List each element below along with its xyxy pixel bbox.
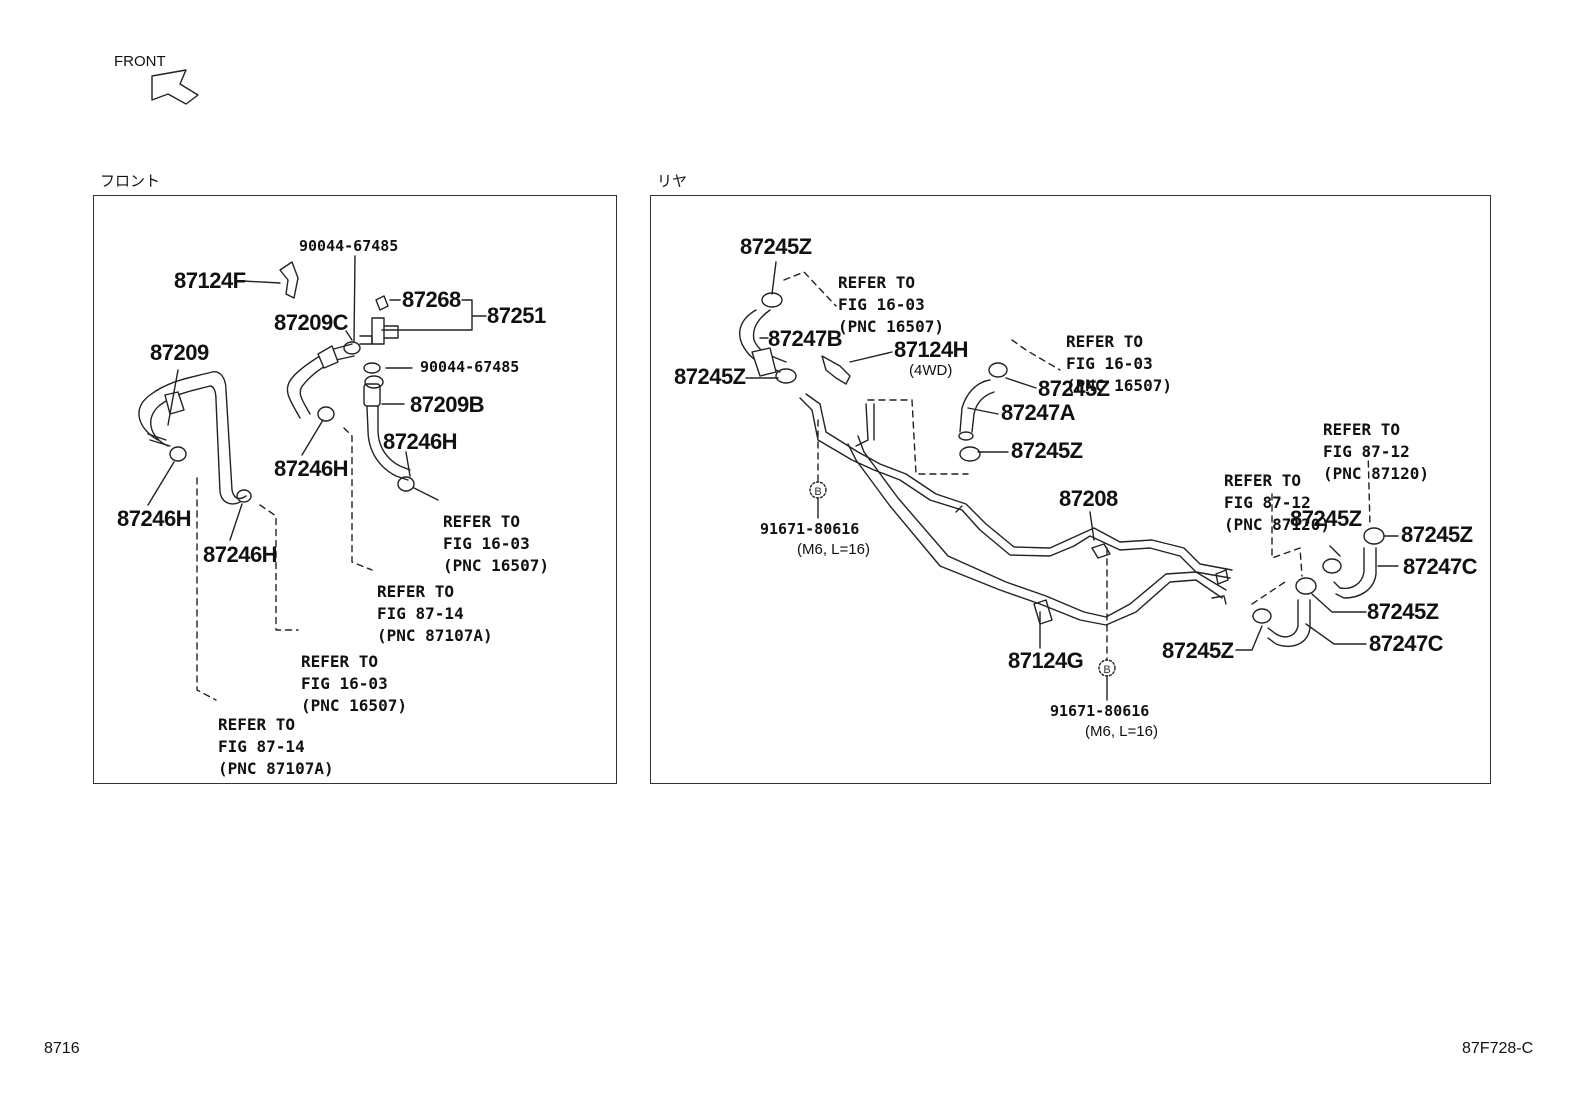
part-label-87245z-5: 87245Z <box>1290 506 1362 531</box>
part-label-87124h: 87124H <box>894 337 969 362</box>
part-label-bolt-1: 91671-80616 <box>760 520 860 538</box>
footer-left-code: 8716 <box>44 1040 80 1057</box>
part-label-87245z-6: 87245Z <box>1401 522 1473 547</box>
part-label-87245z-4: 87245Z <box>1011 438 1083 463</box>
part-label-87209b: 87209B <box>410 392 485 417</box>
clamp-drawings-front <box>169 261 415 503</box>
part-label-87208: 87208 <box>1059 486 1118 511</box>
clamp-drawings-rear <box>761 292 1385 677</box>
part-label-87246h-c: 87246H <box>117 506 192 531</box>
part-label-87247a: 87247A <box>1001 400 1076 425</box>
part-label-87245z-2: 87245Z <box>674 364 746 389</box>
hose-87247b-drawing <box>738 309 787 377</box>
part-label-bolt-1-spec: (M6, L=16) <box>797 541 870 558</box>
part-label-87251: 87251 <box>487 303 546 328</box>
reference-dashed-lines-rear <box>783 271 1371 661</box>
front-panel-frame <box>93 195 617 784</box>
part-label-87245z-8: 87245Z <box>1162 638 1234 663</box>
part-label-bolt-2: 91671-80616 <box>1050 702 1150 720</box>
connector-87251-drawing <box>359 295 399 345</box>
bolt-marker-b2: B <box>1103 664 1110 676</box>
part-label-87246h-a: 87246H <box>383 429 458 454</box>
front-arrow-icon <box>151 69 199 105</box>
leader-lines-front <box>147 255 487 541</box>
part-label-87245z-3: 87245Z <box>1038 376 1110 401</box>
part-label-87247b: 87247B <box>768 326 843 351</box>
part-label-87245z-7: 87245Z <box>1367 599 1439 624</box>
part-label-90044-mid: 90044-67485 <box>420 358 520 376</box>
part-label-87124f: 87124F <box>174 268 246 293</box>
hose-87247c-drawing <box>1267 547 1377 647</box>
part-label-4wd-note: (4WD) <box>909 362 953 379</box>
part-label-87247c-b: 87247C <box>1369 631 1444 656</box>
front-panel-title: フロント <box>100 172 161 190</box>
leader-lines-rear <box>745 261 1399 701</box>
part-label-87209c: 87209C <box>274 310 349 335</box>
hose-87209c-drawing <box>286 343 355 419</box>
rear-panel-title: リヤ <box>657 172 688 190</box>
hose-87209b-drawing <box>363 383 411 481</box>
part-label-87124g: 87124G <box>1008 648 1084 673</box>
part-label-87246h-b: 87246H <box>274 456 349 481</box>
hose-87209-drawing <box>138 371 247 505</box>
tube-87208-drawing <box>799 393 1233 626</box>
part-label-87268: 87268 <box>402 287 461 312</box>
bolt-marker-b1: B <box>814 486 821 498</box>
footer-right-code: 87F728-C <box>1462 1040 1534 1057</box>
reference-dashed-lines-front <box>196 427 373 701</box>
part-label-90044-top: 90044-67485 <box>299 237 399 255</box>
part-label-87247c-a: 87247C <box>1403 554 1478 579</box>
part-label-bolt-2-spec: (M6, L=16) <box>1085 723 1158 740</box>
part-label-87209: 87209 <box>150 340 209 365</box>
part-label-87246h-d: 87246H <box>203 542 278 567</box>
part-label-87245z-1: 87245Z <box>740 234 812 259</box>
hose-87247a-drawing <box>958 379 995 441</box>
front-indicator-label: FRONT <box>114 53 166 70</box>
rear-panel-frame <box>650 195 1491 784</box>
